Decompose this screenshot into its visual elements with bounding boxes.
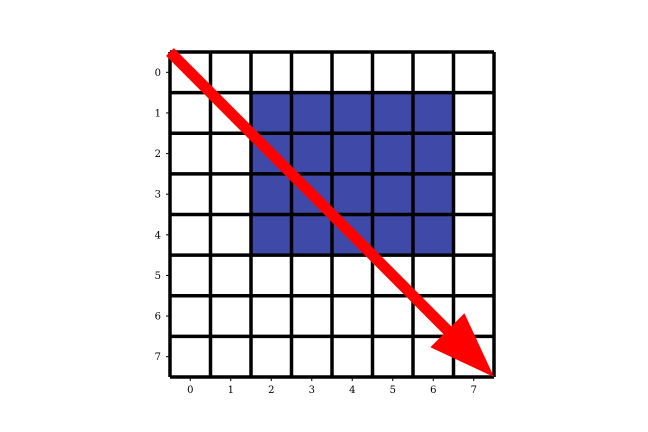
- highlighted-cell: [372, 173, 413, 215]
- grid-cell: [372, 336, 413, 377]
- grid-cell: [210, 255, 251, 296]
- grid-cell: [251, 336, 292, 377]
- x-tick-label: 7: [471, 385, 477, 396]
- grid-cell: [170, 133, 211, 174]
- highlighted-cell: [251, 214, 292, 256]
- grid-cell: [210, 173, 251, 215]
- grid-cell: [291, 52, 332, 93]
- x-tick-label: 0: [187, 385, 193, 396]
- axes: 0 1 2 3 4 5 6 7 0 1 2 3 4 5 6 7: [155, 52, 494, 396]
- grid-cell: [291, 295, 332, 337]
- highlighted-cell: [332, 173, 373, 215]
- grid-cell: [251, 52, 292, 93]
- y-tick-label: 1: [155, 108, 161, 119]
- highlighted-cell: [251, 92, 292, 134]
- grid-cell: [413, 52, 454, 93]
- grid-cell: [332, 255, 373, 296]
- grid-cell: [453, 133, 494, 174]
- x-tick-label: 6: [430, 385, 436, 396]
- grid-cell: [170, 295, 211, 337]
- grid-cell: [170, 255, 211, 296]
- arrow-shape: [166, 48, 494, 377]
- grid-cell: [332, 336, 373, 377]
- grid-cell: [453, 52, 494, 93]
- highlighted-cell: [413, 214, 454, 256]
- highlighted-cell: [332, 92, 373, 134]
- y-tick-label: 5: [155, 271, 161, 282]
- grid-cell: [453, 92, 494, 134]
- grid-cell: [372, 52, 413, 93]
- grid-cell: [210, 133, 251, 174]
- y-tick-label: 0: [155, 68, 161, 79]
- highlighted-cell: [332, 133, 373, 174]
- grid-cell: [170, 214, 211, 256]
- grid-cell: [170, 336, 211, 377]
- y-tick-label: 2: [155, 149, 161, 160]
- highlighted-cell: [251, 173, 292, 215]
- highlighted-cell: [372, 133, 413, 174]
- highlighted-cell: [291, 214, 332, 256]
- x-tick-label: 2: [268, 385, 274, 396]
- grid-cell: [170, 173, 211, 215]
- grid-cell: [210, 214, 251, 256]
- grid-cell: [170, 92, 211, 134]
- grid-cell: [332, 295, 373, 337]
- grid-cell: [453, 214, 494, 256]
- grid-cell: [210, 295, 251, 337]
- x-tick-label: 1: [228, 385, 234, 396]
- highlighted-cell: [413, 92, 454, 134]
- highlighted-cell: [372, 92, 413, 134]
- grid-cell: [291, 336, 332, 377]
- highlighted-cell: [413, 173, 454, 215]
- y-tick-label: 6: [155, 312, 161, 323]
- grid-cell: [332, 52, 373, 93]
- y-tick-label: 4: [155, 230, 161, 241]
- x-tick-label: 4: [349, 385, 355, 396]
- highlighted-cell: [291, 92, 332, 134]
- diagonal-arrow: [166, 48, 494, 377]
- y-tick-label: 3: [155, 190, 161, 201]
- grid-cell: [372, 295, 413, 337]
- grid-cell: [251, 255, 292, 296]
- grid-cell: [453, 255, 494, 296]
- grid-cell: [210, 336, 251, 377]
- grid-cell: [291, 255, 332, 296]
- grid-cell: [251, 295, 292, 337]
- highlighted-cell: [372, 214, 413, 256]
- grid-cell: [453, 173, 494, 215]
- grid-cell: [210, 52, 251, 93]
- x-tick-label: 3: [309, 385, 315, 396]
- grid-cell: [413, 255, 454, 296]
- x-tick-label: 5: [390, 385, 396, 396]
- highlighted-cell: [413, 133, 454, 174]
- y-tick-label: 7: [155, 352, 161, 363]
- highlighted-cell: [291, 133, 332, 174]
